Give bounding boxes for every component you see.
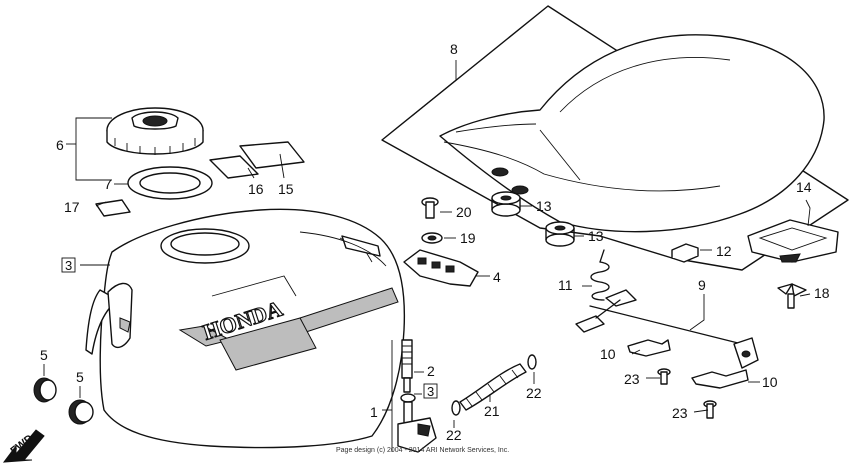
- washer-19: [421, 232, 443, 244]
- callout-1: 1: [370, 404, 378, 420]
- callout-15: 15: [278, 181, 294, 197]
- emblem-16: [209, 155, 259, 179]
- callout-14: 14: [796, 179, 812, 195]
- spring-11: [590, 249, 610, 301]
- callout-21: 21: [484, 403, 500, 419]
- callout-20: 20: [456, 204, 472, 220]
- bracket-10a: [627, 339, 671, 357]
- wing-bolt-18: [777, 283, 807, 309]
- cap-gasket: [127, 166, 213, 200]
- callout-5b: 5: [76, 369, 84, 385]
- hose-clip-lower: [451, 400, 461, 416]
- emblem-17: [95, 199, 131, 217]
- callout-3a: 3: [65, 258, 72, 273]
- callout-23b: 23: [672, 405, 688, 421]
- tank-bracket: [403, 249, 479, 287]
- seat-cushion-13a: [491, 191, 521, 217]
- callouts: 1 2 3 3 4 5 5 6 7 8 9 10 10 11 12 13 13 …: [40, 41, 830, 443]
- callout-3-box-b: [423, 383, 438, 399]
- callout-3b: 3: [427, 384, 434, 399]
- seat-cushion-13b: [545, 221, 575, 247]
- callout-3-box-a: [61, 257, 76, 273]
- bolt-23b: [703, 400, 717, 419]
- callout-5a: 5: [40, 347, 48, 363]
- fuel-petcock: [397, 339, 437, 453]
- bracket-10b: [691, 369, 749, 389]
- callout-19: 19: [460, 230, 476, 246]
- fuel-tank: HONDA: [85, 208, 406, 449]
- callout-13a: 13: [536, 198, 552, 214]
- callout-22b: 22: [446, 427, 462, 443]
- callout-4: 4: [493, 269, 501, 285]
- leader-lines: [43, 60, 811, 452]
- callout-23a: 23: [624, 371, 640, 387]
- emblem-15: [239, 141, 305, 169]
- callout-12: 12: [716, 243, 732, 259]
- callout-2: 2: [427, 363, 435, 379]
- callout-17: 17: [64, 199, 80, 215]
- callout-11: 11: [558, 277, 573, 293]
- seat-lock: [575, 289, 759, 369]
- fuel-cap: [106, 107, 204, 155]
- callout-9: 9: [698, 277, 706, 293]
- callout-8: 8: [450, 41, 458, 57]
- tool-tray: [747, 219, 839, 263]
- rubber-block-12: [671, 243, 699, 263]
- cushion-upper: [33, 377, 57, 403]
- cushion-lower: [68, 399, 94, 425]
- callout-7: 7: [104, 176, 112, 192]
- callout-6: 6: [56, 137, 64, 153]
- copyright-text: Page design (c) 2004 - 2014 ARI Network …: [336, 447, 509, 454]
- callout-22a: 22: [526, 385, 542, 401]
- hose-clip-upper: [527, 354, 537, 370]
- fuel-hose: [459, 363, 527, 411]
- callout-10a: 10: [600, 346, 616, 362]
- seat: [381, 5, 849, 271]
- callout-13b: 13: [588, 228, 604, 244]
- callout-18: 18: [814, 285, 830, 301]
- forward-arrow: FWD: [2, 429, 45, 463]
- bolt-20: [421, 197, 439, 219]
- bolt-23a: [657, 368, 671, 385]
- callout-10b: 10: [762, 374, 778, 390]
- callout-16: 16: [248, 181, 264, 197]
